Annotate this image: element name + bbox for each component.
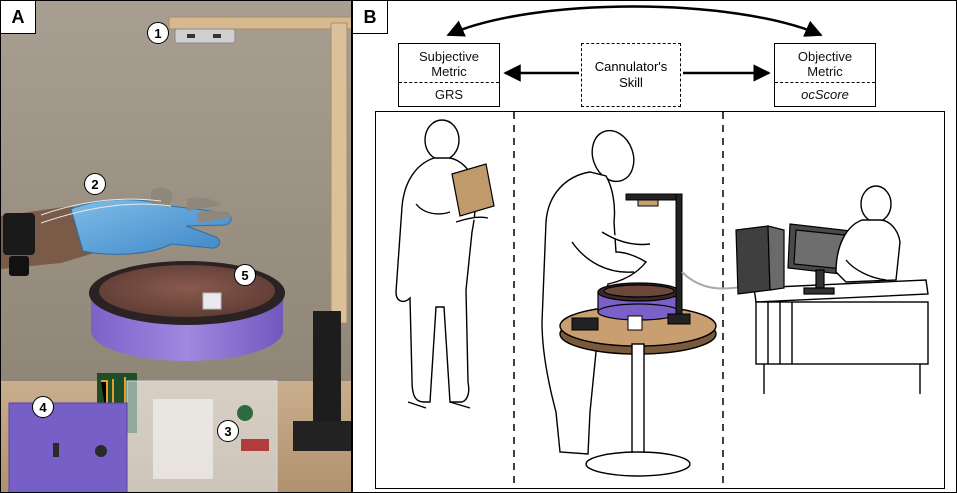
evaluator-figure [395, 119, 489, 409]
skill-box-line1: Cannulator's [594, 59, 668, 74]
callout-1: 1 [147, 22, 169, 44]
objective-title-line1: Objective [797, 49, 853, 64]
callout-3: 3 [217, 420, 239, 442]
skill-box-line2: Skill [619, 75, 643, 90]
photo-illustration [1, 1, 351, 492]
subjective-title-line2: Metric [431, 64, 467, 79]
desk [753, 279, 929, 394]
control-box [571, 317, 599, 331]
subjective-metric-sub: GRS [434, 87, 464, 102]
panel-b-tag: B [353, 1, 388, 34]
callout-2: 2 [84, 173, 106, 195]
panel-a-photo: A 1 2 3 4 5 [0, 0, 352, 493]
subjective-divider [399, 82, 499, 83]
objective-metric-sub: ocScore [801, 87, 849, 102]
panel-a-tag: A [1, 1, 36, 34]
subjective-metric-title: Subjective Metric [399, 49, 499, 79]
camera-stand [625, 193, 691, 325]
stand-post [330, 22, 348, 324]
purple-box [8, 402, 128, 492]
small-cube [202, 292, 222, 310]
curved-double-arrow [446, 5, 823, 37]
objective-metric-title: Objective Metric [775, 49, 875, 79]
cannulator-skill-box: Cannulator's Skill [581, 43, 681, 107]
camera-sensor [174, 28, 236, 44]
callout-5: 5 [234, 264, 256, 286]
objective-metric-box: Objective Metric ocScore [774, 43, 876, 107]
stand-top-arm [168, 16, 351, 30]
stand-base [293, 421, 351, 451]
computer-tower [735, 225, 785, 295]
sensor-cube [627, 315, 643, 331]
stand-bracket [313, 311, 341, 431]
callout-4: 4 [32, 396, 54, 418]
subjective-metric-box: Subjective Metric GRS [398, 43, 500, 107]
relationship-arrows [446, 5, 823, 82]
panel-b-diagram: B Subjective Metric GRS Cannulator's Ski… [352, 0, 957, 493]
objective-title-line2: Metric [807, 64, 843, 79]
blue-glove [70, 199, 232, 255]
drum-pad [99, 265, 275, 317]
operator-figure [835, 185, 901, 283]
objective-divider [775, 82, 875, 83]
wrist-device [3, 213, 35, 255]
scene-illustration [375, 111, 945, 489]
drum-model [597, 282, 681, 321]
scene-drawing [395, 112, 929, 488]
clipboard [451, 163, 495, 217]
subjective-title-line1: Subjective [419, 49, 479, 64]
